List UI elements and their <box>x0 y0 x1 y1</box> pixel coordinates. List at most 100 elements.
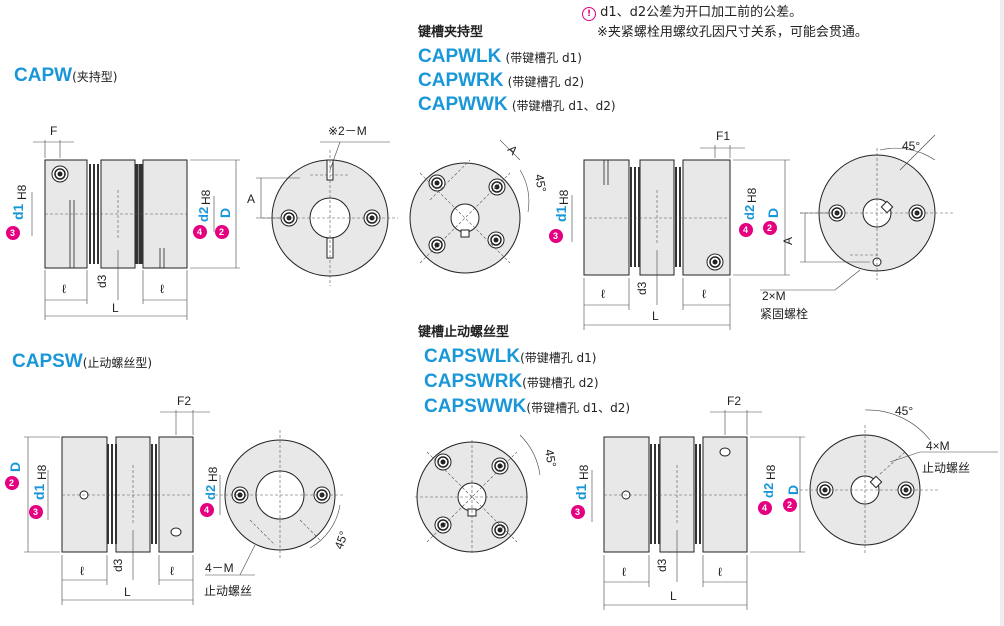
svg-text:ℓ: ℓ <box>160 282 164 296</box>
capwk-badges: 3 d1 H8 4 d2 H8 2 D <box>549 187 781 243</box>
svg-text:H8: H8 <box>35 464 49 480</box>
svg-text:4: 4 <box>197 227 202 237</box>
svg-text:d3: d3 <box>111 558 125 572</box>
capswk-side-view <box>591 410 805 610</box>
type-capwwk: CAPWWK (带键槽孔 d1、d2) <box>418 94 616 115</box>
type-capswlk: CAPSWLK(带键槽孔 d1) <box>424 346 597 367</box>
type-capswrk: CAPSWRK(带键槽孔 d2) <box>424 371 599 392</box>
svg-text:L: L <box>112 301 119 315</box>
type-capsw: CAPSW(止动螺丝型) <box>12 351 153 372</box>
svg-text:3: 3 <box>553 231 558 241</box>
capwk-side-view <box>571 145 790 330</box>
svg-text:d2: d2 <box>196 207 211 222</box>
svg-text:D: D <box>765 208 781 218</box>
svg-text:H8: H8 <box>557 189 571 205</box>
svg-text:F1: F1 <box>716 129 730 143</box>
svg-text:d1: d1 <box>573 483 589 500</box>
svg-text:ℓ: ℓ <box>622 565 626 579</box>
scrollbar[interactable] <box>1000 0 1004 626</box>
svg-text:4: 4 <box>743 225 748 235</box>
svg-text:3: 3 <box>10 228 15 238</box>
capswk-screw-label: 止动螺丝 <box>922 461 970 475</box>
svg-text:ℓ: ℓ <box>80 564 84 578</box>
type-capwlk: CAPWLK (带键槽孔 d1) <box>418 46 582 67</box>
svg-text:F2: F2 <box>727 394 741 408</box>
capwk-bolt-count: 2×M <box>762 289 786 303</box>
svg-text:F2: F2 <box>177 394 191 408</box>
svg-text:2: 2 <box>219 227 224 237</box>
svg-text:d1: d1 <box>553 205 569 222</box>
svg-text:L: L <box>652 309 659 323</box>
capwk-45-label-right: 45° <box>902 139 920 153</box>
svg-text:d3: d3 <box>655 558 669 572</box>
svg-text:H8: H8 <box>745 187 759 203</box>
capw-bolt-label: ※2－M <box>328 124 367 138</box>
capwk-a-label-right: A <box>781 237 795 245</box>
capw-a-label: A <box>247 192 255 206</box>
capswk-front-view <box>415 434 541 555</box>
svg-text:ℓ: ℓ <box>170 564 174 578</box>
capwk-bolt-label: 紧固螺栓 <box>760 306 808 321</box>
svg-text:D: D <box>785 485 801 495</box>
type-capwrk: CAPWRK (带键槽孔 d2) <box>418 70 585 91</box>
capsw-badges: 2 D 3 d1 H8 4 d2 H8 <box>5 462 220 519</box>
capswk-front-view-right <box>795 409 998 555</box>
svg-text:2: 2 <box>787 500 792 510</box>
svg-text:F: F <box>50 124 57 138</box>
svg-text:d3: d3 <box>95 274 109 288</box>
capw-side-view <box>31 140 240 320</box>
svg-text:ℓ: ℓ <box>702 287 706 301</box>
svg-text:ℓ: ℓ <box>601 287 605 301</box>
keyway-set-heading: 键槽止动螺丝型 <box>418 325 510 340</box>
tolerance-note: ! d1、d2公差为开口加工前的公差。 <box>582 6 802 21</box>
svg-text:4: 4 <box>762 503 767 513</box>
svg-text:d2: d2 <box>761 483 776 498</box>
capwk-45-label: 45° <box>532 173 549 193</box>
svg-text:H8: H8 <box>206 466 220 482</box>
svg-text:2: 2 <box>9 478 14 488</box>
type-capswwk: CAPSWWK(带键槽孔 d1、d2) <box>424 396 631 417</box>
capsw-screw-label: 止动螺丝 <box>204 584 252 598</box>
svg-text:L: L <box>670 589 677 603</box>
svg-text:H8: H8 <box>577 464 591 480</box>
capsw-screw-count: 4－M <box>205 561 234 575</box>
svg-text:4: 4 <box>204 505 209 515</box>
svg-text:L: L <box>124 585 131 599</box>
capswk-45-label: 45° <box>542 448 559 468</box>
svg-text:3: 3 <box>33 507 38 517</box>
svg-text:d2: d2 <box>203 485 218 500</box>
capw-dim-labels: F ℓ ℓ L d3 <box>50 124 164 315</box>
capsw-front-view <box>205 430 345 576</box>
capw-badges: 3 d1 H8 4 d2 H8 2 D <box>6 184 233 240</box>
svg-text:ℓ: ℓ <box>62 282 66 296</box>
capsw-dim-labels: F2 ℓ ℓ L d3 <box>80 394 191 599</box>
info-icon: ! <box>582 7 596 21</box>
capsw-45-label: 45° <box>332 529 351 551</box>
svg-text:ℓ: ℓ <box>718 565 722 579</box>
capwk-front-view-right <box>760 134 955 291</box>
capw-front-view <box>256 141 398 286</box>
svg-text:D: D <box>7 462 23 472</box>
type-capw: CAPW(夹持型) <box>14 65 118 86</box>
keyway-clamp-heading: 键槽夹持型 <box>418 25 484 40</box>
capwk-a-label: A <box>505 142 521 158</box>
capswk-dim-labels: F2 ℓ ℓ L d3 <box>622 394 741 603</box>
svg-text:d3: d3 <box>635 281 649 295</box>
bolt-note: ※夹紧螺栓用螺纹孔因尺寸关系，可能会贯通。 <box>597 25 868 40</box>
svg-text:H8: H8 <box>199 189 213 205</box>
capswk-badges: 3 d1 H8 4 d2 H8 2 D <box>571 464 801 519</box>
capwk-dim-labels: F1 ℓ ℓ L d3 <box>601 129 730 323</box>
svg-text:H8: H8 <box>764 464 778 480</box>
svg-text:3: 3 <box>575 507 580 517</box>
svg-text:d1: d1 <box>31 483 47 500</box>
capwk-front-view <box>409 139 530 274</box>
capswk-45-label-right: 45° <box>895 404 913 418</box>
capswk-screw-count: 4×M <box>926 439 950 453</box>
svg-text:d1: d1 <box>10 203 26 220</box>
svg-text:H8: H8 <box>15 184 29 200</box>
svg-text:D: D <box>217 208 233 218</box>
svg-text:d2: d2 <box>742 205 757 220</box>
svg-text:2: 2 <box>767 223 772 233</box>
capsw-side-view <box>24 410 221 605</box>
